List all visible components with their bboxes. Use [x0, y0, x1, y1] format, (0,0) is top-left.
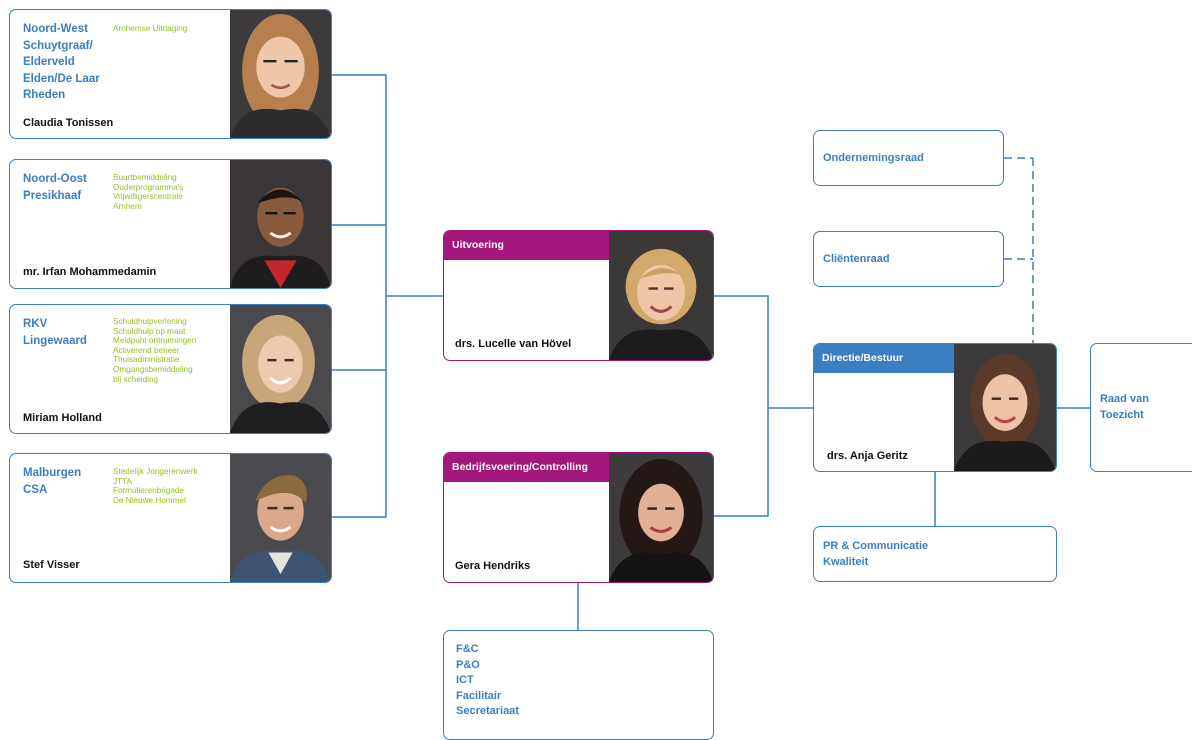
- region-line: Presikhaaf: [23, 189, 82, 202]
- region-line: Rheden: [23, 89, 66, 101]
- person-photo: [230, 160, 331, 288]
- region-names: Noord-West Schuytgraaf/ Elderveld Elden/…: [23, 21, 100, 104]
- task-item: Vrijwilligerscentrale: [113, 192, 183, 202]
- region-line: Noord-Oost: [23, 173, 87, 185]
- person-name: Claudia Tonissen: [23, 117, 114, 129]
- directie-title: Directie/Bestuur: [814, 344, 956, 373]
- region-card-noord-west: Noord-West Schuytgraaf/ Elderveld Elden/…: [9, 9, 332, 139]
- region-card-rkv-lingewaard: RKV Lingewaard Schuldhulpverlening Schul…: [9, 304, 332, 434]
- pr-line: Kwaliteit: [823, 555, 869, 568]
- task-item: Formulierenbrigade: [113, 486, 184, 496]
- region-line: RKV: [23, 318, 48, 330]
- task-list: Buurtbemiddeling Ouderprogramma's Vrijwi…: [113, 173, 183, 211]
- task-item: Arnhemse Uitdaging: [113, 24, 188, 33]
- raad-van-toezicht-box: Raad van Toezicht: [1090, 343, 1192, 472]
- raad-line: Raad van: [1100, 393, 1149, 405]
- region-line: CSA: [23, 483, 48, 496]
- ondernemingsraad-label: Ondernemingsraad: [823, 152, 924, 164]
- ondernemingsraad-box: Ondernemingsraad: [813, 130, 1004, 186]
- region-names: RKV Lingewaard: [23, 316, 87, 349]
- region-line: Lingewaard: [23, 334, 87, 347]
- region-names: Noord-Oost Presikhaaf: [23, 171, 87, 204]
- task-item: Schuldhulp op maat: [113, 326, 186, 336]
- person-photo: [609, 453, 713, 582]
- pr-line: PR & Communicatie: [823, 540, 929, 552]
- bedrijfsvoering-card: Bedrijfsvoering/Controlling Gera Hendrik…: [443, 452, 714, 583]
- person-photo: [230, 305, 331, 433]
- task-item: De Nieuwe Hommel: [113, 495, 186, 505]
- support-departments-box: F&C P&O ICT Facilitair Secretariaat: [443, 630, 714, 740]
- bedrijfsvoering-title: Bedrijfsvoering/Controlling: [444, 453, 611, 482]
- uitvoering-title: Uitvoering: [444, 231, 611, 260]
- pr-communicatie-box: PR & Communicatie Kwaliteit: [813, 526, 1057, 582]
- region-card-noord-oost: Noord-Oost Presikhaaf Buurtbemiddeling O…: [9, 159, 332, 289]
- person-name: Miriam Holland: [23, 412, 102, 424]
- region-line: Schuytgraaf/: [23, 39, 93, 52]
- region-names: Malburgen CSA: [23, 465, 81, 498]
- task-item: bij scheiding: [113, 374, 159, 384]
- task-list: Arnhemse Uitdaging: [113, 24, 187, 34]
- person-photo: [230, 454, 331, 582]
- support-item: Facilitair: [456, 689, 502, 702]
- directie-card: Directie/Bestuur drs. Anja Geritz: [813, 343, 1057, 472]
- person-photo: [230, 10, 331, 138]
- task-list: Stedelijk Jongerenwerk JTTA Formulierenb…: [113, 467, 198, 505]
- region-line: Elderveld: [23, 56, 75, 68]
- support-item: F&C: [456, 643, 479, 655]
- raad-van-toezicht-label: Raad van Toezicht: [1100, 392, 1149, 423]
- task-item: Thuisadministratie: [113, 355, 180, 365]
- person-name: mr. Irfan Mohammedamin: [23, 266, 157, 278]
- support-list: F&C P&O ICT Facilitair Secretariaat: [456, 642, 519, 720]
- region-line: Malburgen: [23, 467, 82, 479]
- connector-councils-dashed: [1004, 157, 1034, 344]
- support-item: P&O: [456, 658, 480, 671]
- region-card-malburgen-csa: Malburgen CSA Stedelijk Jongerenwerk JTT…: [9, 453, 332, 583]
- task-item: Arnhem: [113, 201, 142, 211]
- pr-communicatie-label: PR & Communicatie Kwaliteit: [823, 539, 928, 570]
- uitvoering-card: Uitvoering drs. Lucelle van Hövel: [443, 230, 714, 361]
- task-item: Activerend beheer: [113, 345, 180, 355]
- task-list: Schuldhulpverlening Schuldhulp op maat M…: [113, 317, 196, 384]
- task-item: Schuldhulpverlening: [113, 317, 187, 326]
- task-item: JTTA: [113, 476, 132, 486]
- connector-regions-bus: [332, 74, 387, 518]
- clientenraad-label: Cliëntenraad: [823, 253, 890, 265]
- clientenraad-box: Cliëntenraad: [813, 231, 1004, 287]
- connector-managers-bus: [714, 295, 769, 517]
- person-name: Gera Hendriks: [455, 560, 531, 572]
- person-name: drs. Anja Geritz: [827, 450, 908, 462]
- task-item: Buurtbemiddeling: [113, 173, 177, 182]
- region-line: Noord-West: [23, 23, 88, 35]
- task-item: Ouderprogramma's: [113, 182, 184, 192]
- raad-line: Toezicht: [1100, 408, 1144, 421]
- support-item: Secretariaat: [456, 705, 519, 717]
- region-line: Elden/De Laar: [23, 72, 100, 85]
- person-photo: [954, 344, 1056, 471]
- task-item: Omgangsbemiddeling: [113, 364, 193, 374]
- task-item: Meldpunt ontruimingen: [113, 336, 197, 346]
- task-item: Stedelijk Jongerenwerk: [113, 467, 198, 476]
- person-name: drs. Lucelle van Hövel: [455, 338, 572, 350]
- person-photo: [609, 231, 713, 360]
- person-name: Stef Visser: [23, 559, 80, 571]
- support-item: ICT: [456, 674, 474, 686]
